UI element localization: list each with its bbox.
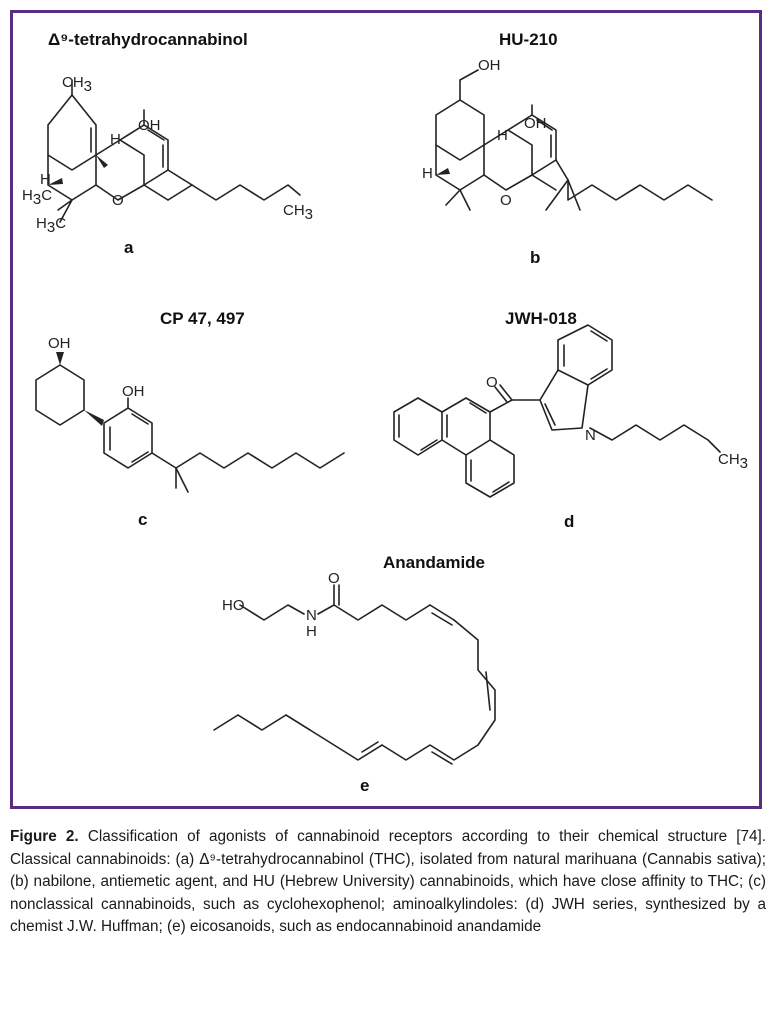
structure-hu210: OH OH H H O xyxy=(422,57,713,211)
panel-letter-c: c xyxy=(138,510,148,529)
panel-letter-e: e xyxy=(360,776,370,795)
label-h: H xyxy=(40,171,51,188)
label-oh: OH xyxy=(478,57,501,74)
label-ch3: CH3 xyxy=(62,74,92,95)
structure-cp47497: OH OH xyxy=(35,335,345,493)
panel-letter-a: a xyxy=(124,238,134,257)
label-oh: OH xyxy=(138,117,161,134)
label-n: N xyxy=(585,427,596,444)
panel-letter-b: b xyxy=(530,248,541,267)
structure-jwh018: O N CH3 xyxy=(393,324,748,498)
label-ho: HO xyxy=(222,597,245,614)
title-hu210: HU-210 xyxy=(499,30,558,49)
figure-caption: Figure 2. Classification of agonists of … xyxy=(10,826,766,939)
label-o: O xyxy=(112,192,124,209)
title-thc: Δ⁹-tetrahydrocannabinol xyxy=(48,30,248,49)
structure-anandamide: HO N H O xyxy=(213,570,496,765)
label-ch3: CH3 xyxy=(718,451,748,472)
title-anandamide: Anandamide xyxy=(383,553,486,572)
label-o: O xyxy=(486,374,498,391)
label-h: H xyxy=(110,131,121,148)
structure-thc: CH3 OH H H O H3C H3C CH3 xyxy=(22,74,313,236)
title-jwh018: JWH-018 xyxy=(505,309,577,328)
label-h: H xyxy=(306,623,317,640)
label-oh: OH xyxy=(122,383,145,400)
label-h3c: H3C xyxy=(22,187,52,208)
label-h3c: H3C xyxy=(36,215,66,236)
label-h: H xyxy=(422,165,433,182)
figure-frame xyxy=(10,10,762,809)
panel-letter-d: d xyxy=(564,512,575,531)
label-oh: OH xyxy=(48,335,71,352)
label-n: N xyxy=(306,607,317,624)
caption-label: Figure 2. xyxy=(10,828,79,845)
caption-text: Classification of agonists of cannabinoi… xyxy=(10,828,767,935)
label-ch3: CH3 xyxy=(283,202,313,223)
label-h: H xyxy=(497,127,508,144)
label-o: O xyxy=(328,570,340,587)
title-cp47497: CP 47, 497 xyxy=(160,309,245,328)
label-oh: OH xyxy=(524,115,547,132)
label-o: O xyxy=(500,192,512,209)
